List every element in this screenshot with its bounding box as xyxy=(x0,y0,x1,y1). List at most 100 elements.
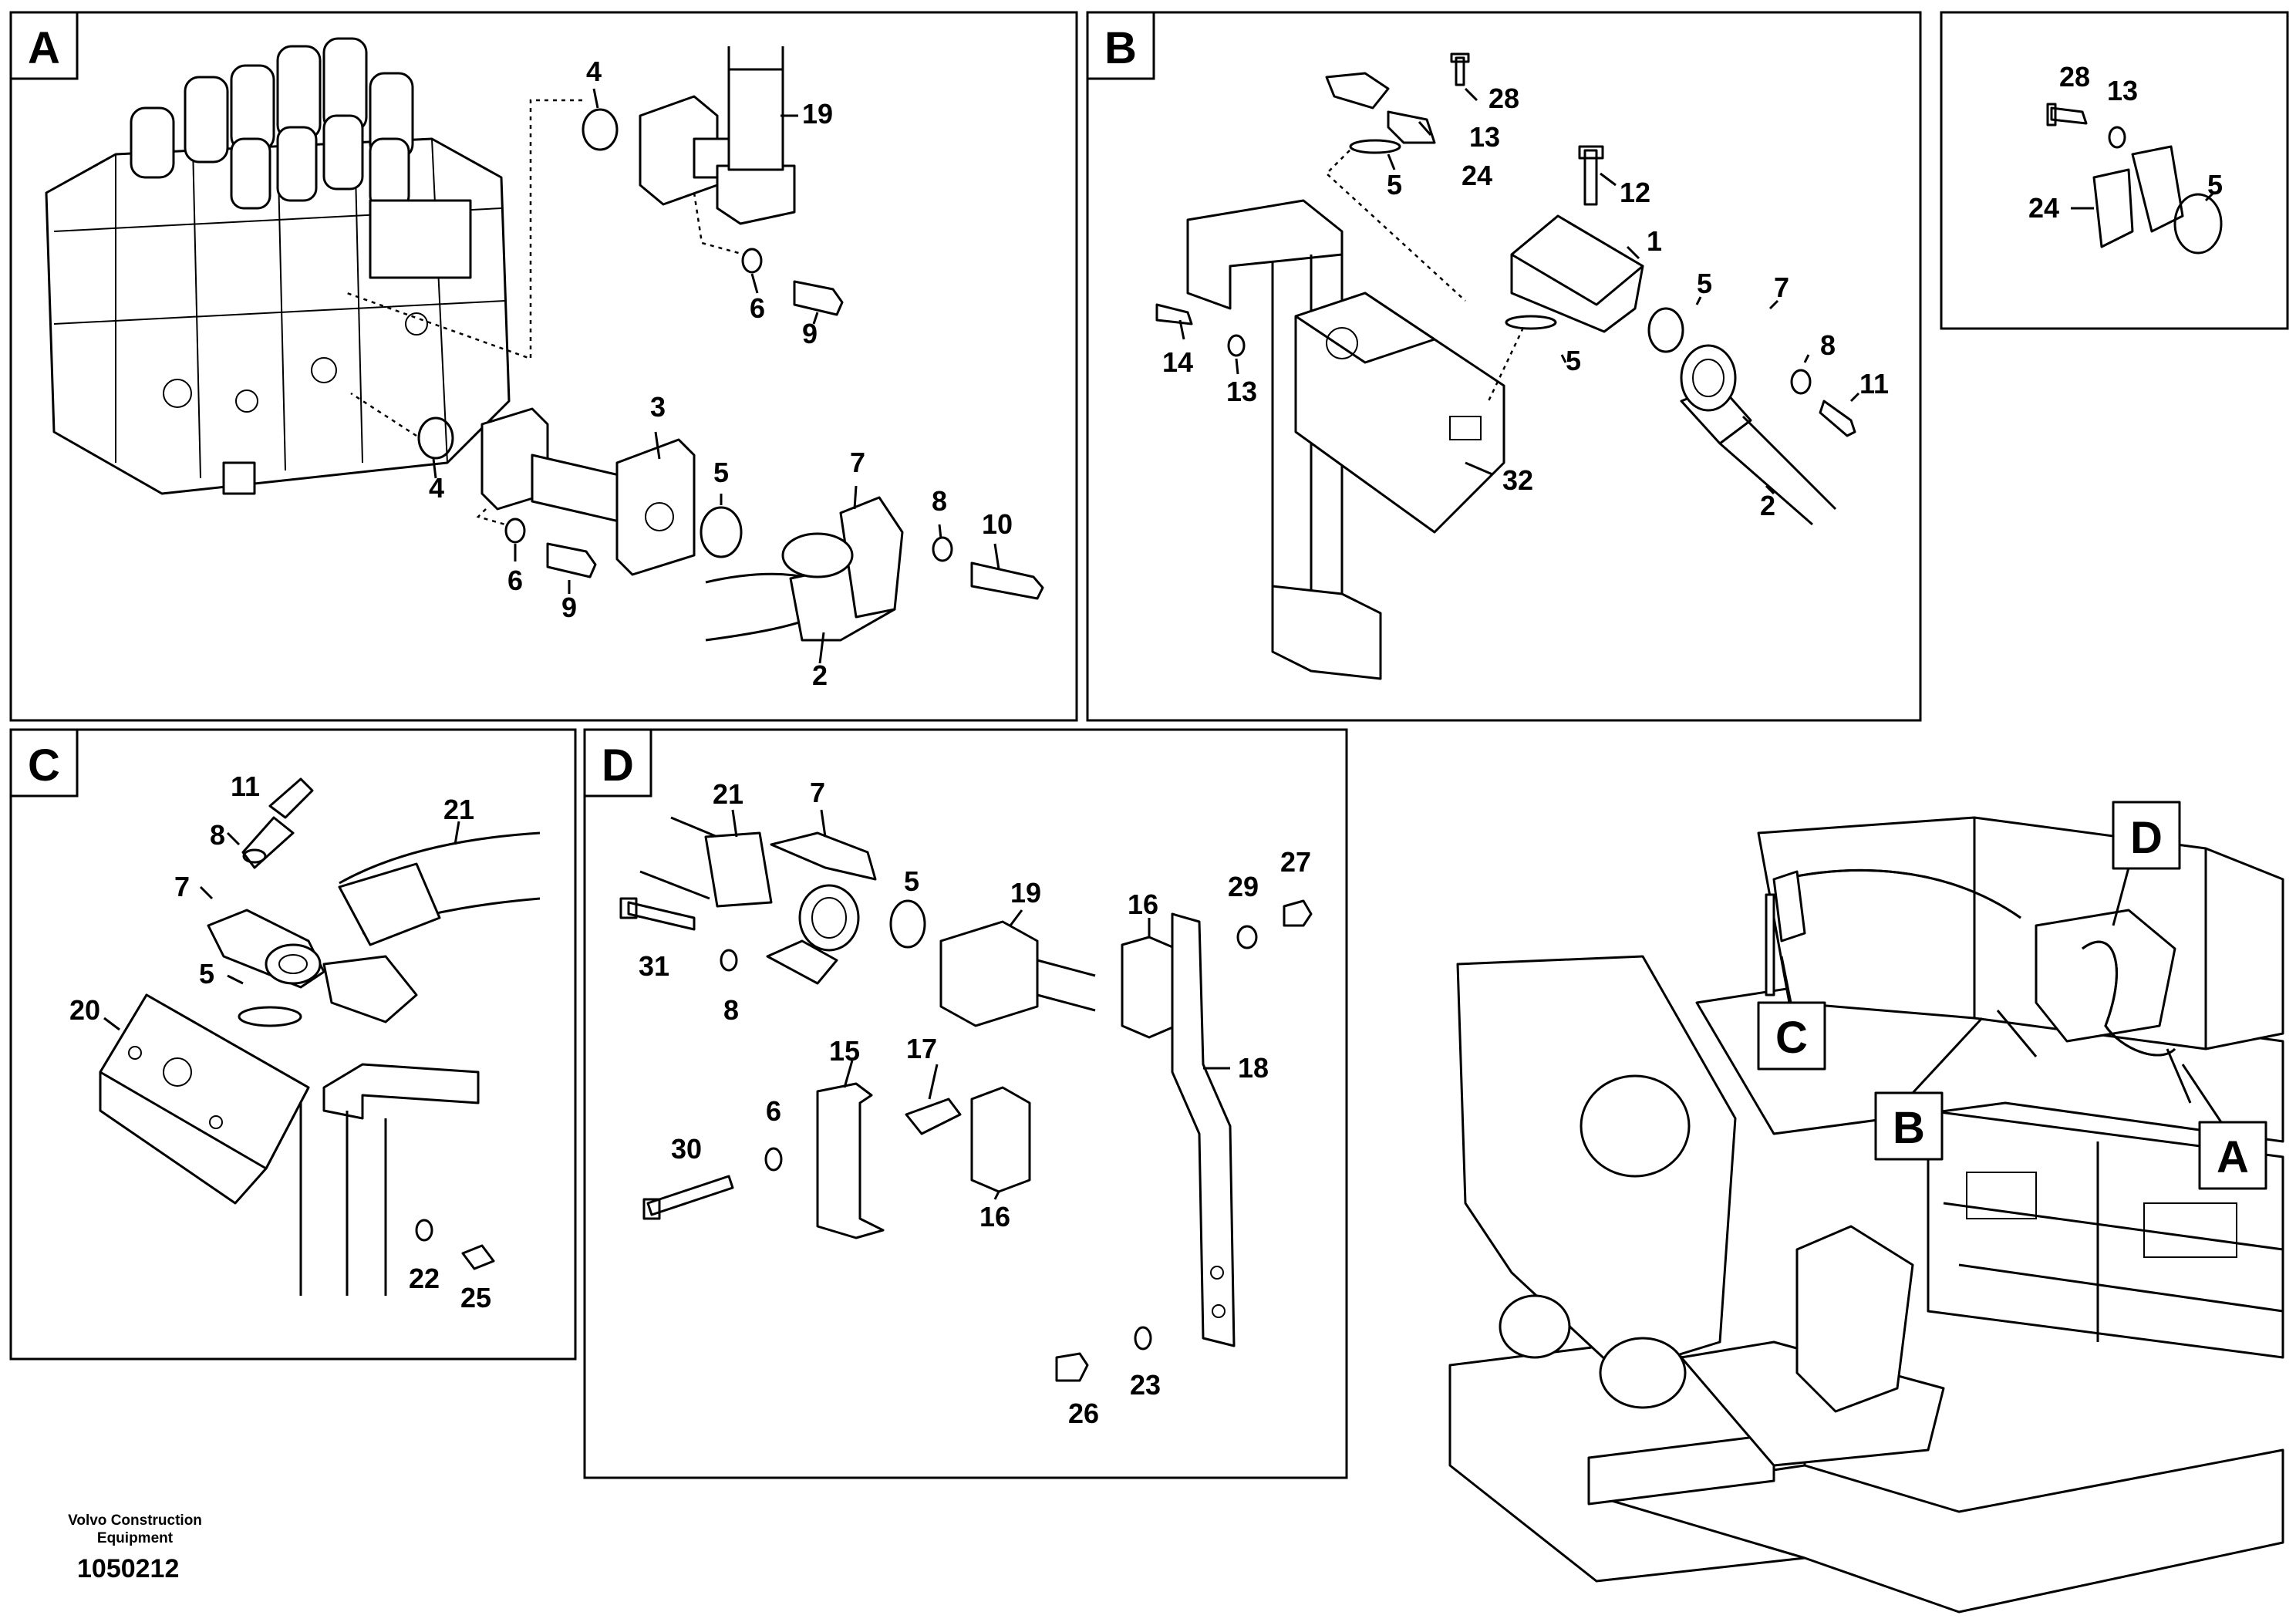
callout: 5 xyxy=(713,457,729,488)
overview-tag-d: D xyxy=(2130,813,2163,863)
washer-13-b xyxy=(1227,334,1246,357)
callout: 16 xyxy=(1128,889,1158,920)
strap-18 xyxy=(1171,912,1236,1347)
bolt-11 xyxy=(1819,400,1856,437)
o-ring-5c xyxy=(1647,307,1684,353)
drawing-number: 1050212 xyxy=(77,1554,180,1583)
panel-b-frame xyxy=(1086,11,1922,722)
callout: 7 xyxy=(850,447,865,478)
callout: 9 xyxy=(802,318,818,349)
clamp-half-24b xyxy=(1387,110,1436,144)
hose-assembly-a xyxy=(705,496,904,642)
overview-tag-b: B xyxy=(1893,1103,1925,1153)
o-ring-5-d xyxy=(889,899,926,949)
panel-d-tag-box xyxy=(583,728,652,798)
machine-overview xyxy=(1448,801,2284,1614)
bolt-31 xyxy=(619,897,696,931)
callout: 10 xyxy=(982,508,1013,540)
callout: 24 xyxy=(1462,160,1492,191)
washer-29 xyxy=(1236,925,1258,949)
washer-8-d xyxy=(720,949,738,972)
panel-b-tag: B xyxy=(1104,23,1137,73)
flange-upper xyxy=(639,46,796,225)
callout: 9 xyxy=(561,592,577,623)
bolt-25 xyxy=(461,1244,495,1270)
callout: 28 xyxy=(1489,83,1519,114)
callout: 11 xyxy=(231,771,260,802)
clamp-half-24a xyxy=(1325,72,1390,110)
callout: 5 xyxy=(1566,345,1581,376)
company-line-2: Equipment xyxy=(96,1530,174,1546)
callout: 31 xyxy=(639,950,669,982)
callout: 12 xyxy=(1620,177,1650,208)
callout: 1 xyxy=(1647,225,1662,257)
o-ring-5-inset xyxy=(2173,193,2223,255)
panel-d-tag: D xyxy=(602,740,634,791)
callout: 5 xyxy=(1697,268,1712,299)
hose-21-fitting xyxy=(338,862,441,946)
bolt-14 xyxy=(1155,303,1193,325)
callout: 30 xyxy=(671,1133,702,1165)
bolt-12 xyxy=(1578,145,1604,206)
callout: 6 xyxy=(507,565,523,596)
callout: 3 xyxy=(650,391,666,423)
callout: 26 xyxy=(1068,1398,1099,1429)
washer-6-d xyxy=(764,1147,783,1172)
flange-19 xyxy=(939,920,1039,1027)
panel-b-tag-box xyxy=(1086,11,1155,80)
o-ring-4-top xyxy=(582,108,619,151)
o-ring-4-lower xyxy=(417,416,454,460)
callout: 6 xyxy=(766,1095,781,1127)
callout: 13 xyxy=(2107,75,2138,106)
callout: 5 xyxy=(1387,169,1402,201)
inset-frame xyxy=(1940,11,2289,330)
overview-tag-box-a xyxy=(2198,1121,2267,1190)
panel-a: A xyxy=(9,11,1078,722)
bolt-10 xyxy=(970,561,1044,600)
company-line-1: Volvo Construction xyxy=(68,1512,202,1529)
bolt-9-lower xyxy=(546,542,597,578)
washer-8 xyxy=(932,536,953,562)
washer-23 xyxy=(1134,1326,1152,1351)
o-ring-5a xyxy=(1349,139,1401,154)
callout: 5 xyxy=(2207,169,2223,201)
callout: 21 xyxy=(713,778,743,810)
callout: 23 xyxy=(1130,1369,1161,1401)
callout: 25 xyxy=(460,1282,491,1313)
panel-a-tag-box xyxy=(9,11,79,80)
inset-clamp-detail xyxy=(1940,11,2289,330)
o-ring-5-c xyxy=(238,1006,302,1027)
spacer-17 xyxy=(905,1098,962,1135)
callout: 22 xyxy=(409,1263,440,1294)
callout: 8 xyxy=(210,819,225,851)
callout: 5 xyxy=(199,958,214,990)
clamp-15 xyxy=(816,1082,885,1239)
callout: 7 xyxy=(810,777,825,808)
panel-c-tag-box xyxy=(9,728,79,798)
callout: 29 xyxy=(1228,871,1259,902)
callout: 19 xyxy=(1010,877,1041,909)
callout: 15 xyxy=(829,1035,860,1067)
nut-27 xyxy=(1283,899,1313,927)
bracket xyxy=(1186,199,1344,310)
washer-6-top xyxy=(741,248,763,274)
callout: 14 xyxy=(1162,346,1193,378)
callout: 5 xyxy=(904,865,919,897)
callout: 4 xyxy=(586,56,602,87)
panel-c-frame xyxy=(9,728,577,1361)
washer-8-b xyxy=(1790,369,1812,395)
overview-tag-c: C xyxy=(1775,1013,1808,1063)
callout: 24 xyxy=(2028,192,2059,224)
callout: 16 xyxy=(979,1201,1010,1233)
clamp-16-lower xyxy=(970,1086,1031,1193)
washer-22 xyxy=(415,1219,433,1242)
callout: 19 xyxy=(802,98,833,130)
hose-21-d xyxy=(704,831,773,908)
callout: 27 xyxy=(1280,846,1311,878)
panel-c-tag: C xyxy=(28,740,60,791)
panel-d-frame xyxy=(583,728,1348,1479)
callout: 17 xyxy=(906,1033,937,1064)
overview-tag-box-c xyxy=(1757,1001,1826,1071)
